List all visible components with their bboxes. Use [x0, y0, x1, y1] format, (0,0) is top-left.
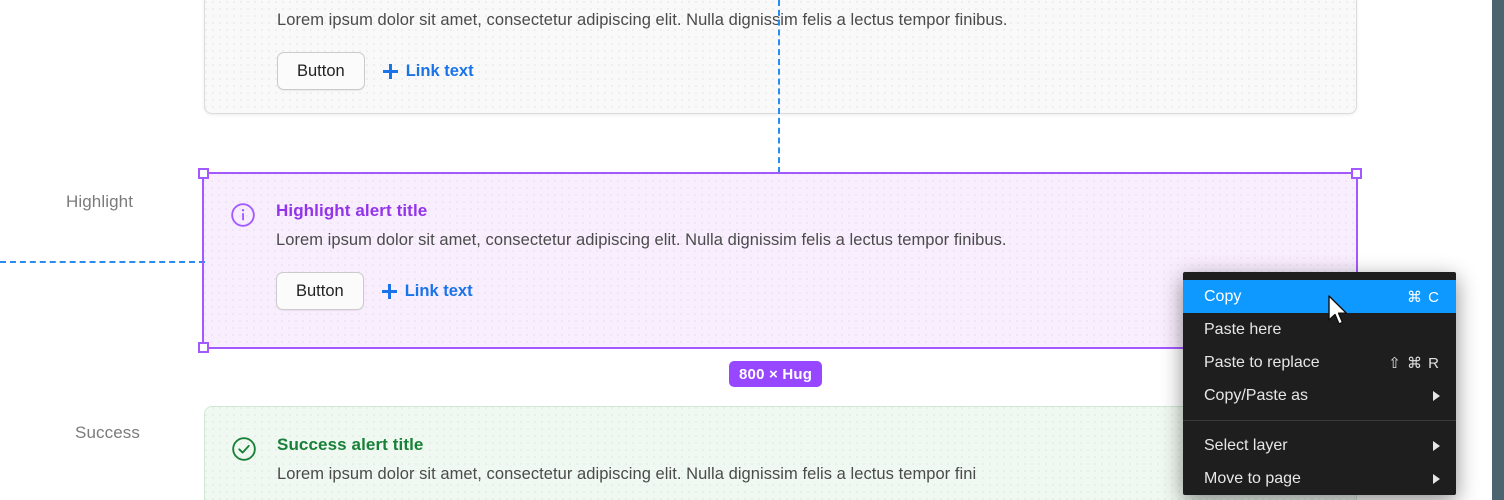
menu-item-label: Move to page: [1204, 469, 1301, 487]
menu-item-label: Paste here: [1204, 320, 1282, 338]
menu-item-label: Copy/Paste as: [1204, 386, 1309, 404]
menu-item-move-to-page[interactable]: Move to page: [1183, 462, 1456, 495]
menu-item-label: Paste to replace: [1204, 353, 1320, 371]
menu-item-shortcut: ⌘ C: [1407, 288, 1440, 306]
guide-line-horizontal: [0, 261, 205, 263]
link-label: Link text: [404, 281, 473, 300]
alert-card-success[interactable]: Success alert title Lorem ipsum dolor si…: [204, 406, 1357, 500]
info-circle-icon: [230, 202, 256, 228]
link-text[interactable]: Link text: [382, 61, 474, 81]
panel-edge-strip: [1492, 0, 1504, 500]
alert-actions: Button Link text: [277, 30, 1328, 90]
menu-item-paste-to-replace[interactable]: Paste to replace ⇧ ⌘ R: [1183, 346, 1456, 379]
menu-item-shortcut: ⇧ ⌘ R: [1388, 354, 1440, 372]
row-label-highlight: Highlight: [66, 192, 134, 211]
check-circle-icon: [231, 436, 257, 462]
alert-title: Success alert title: [277, 435, 424, 454]
size-badge: 800 × Hug: [729, 361, 823, 387]
plus-icon: [381, 283, 397, 299]
alert-card-neutral[interactable]: Lorem ipsum dolor sit amet, consectetur …: [204, 0, 1357, 114]
button[interactable]: Button: [276, 272, 364, 310]
menu-item-label: Select layer: [1204, 436, 1288, 454]
alert-card-highlight[interactable]: Highlight alert title Lorem ipsum dolor …: [204, 173, 1357, 348]
menu-separator: [1183, 420, 1456, 421]
alert-body-text: Lorem ipsum dolor sit amet, consectetur …: [277, 465, 977, 483]
menu-item-select-layer[interactable]: Select layer: [1183, 429, 1456, 462]
menu-item-label: Copy: [1204, 287, 1242, 305]
button[interactable]: Button: [277, 52, 365, 90]
menu-item-copy[interactable]: Copy ⌘ C: [1183, 280, 1456, 313]
menu-item-copy-paste-as[interactable]: Copy/Paste as: [1183, 379, 1456, 412]
chevron-right-icon: [1433, 440, 1440, 451]
context-menu[interactable]: Copy ⌘ C Paste here Paste to replace ⇧ ⌘…: [1183, 272, 1456, 495]
alert-actions: Button Link text: [276, 250, 1329, 310]
chevron-right-icon: [1433, 390, 1440, 401]
menu-item-paste-here[interactable]: Paste here: [1183, 313, 1456, 346]
guide-line-vertical: [778, 0, 780, 173]
chevron-right-icon: [1433, 473, 1440, 484]
row-label-success: Success: [75, 423, 140, 442]
alert-body-text: Lorem ipsum dolor sit amet, consectetur …: [276, 231, 1007, 249]
link-label: Link text: [405, 61, 474, 80]
link-text[interactable]: Link text: [381, 281, 473, 301]
plus-icon: [382, 63, 398, 79]
alert-title: Highlight alert title: [276, 201, 428, 220]
alert-body-text: Lorem ipsum dolor sit amet, consectetur …: [277, 11, 1008, 29]
